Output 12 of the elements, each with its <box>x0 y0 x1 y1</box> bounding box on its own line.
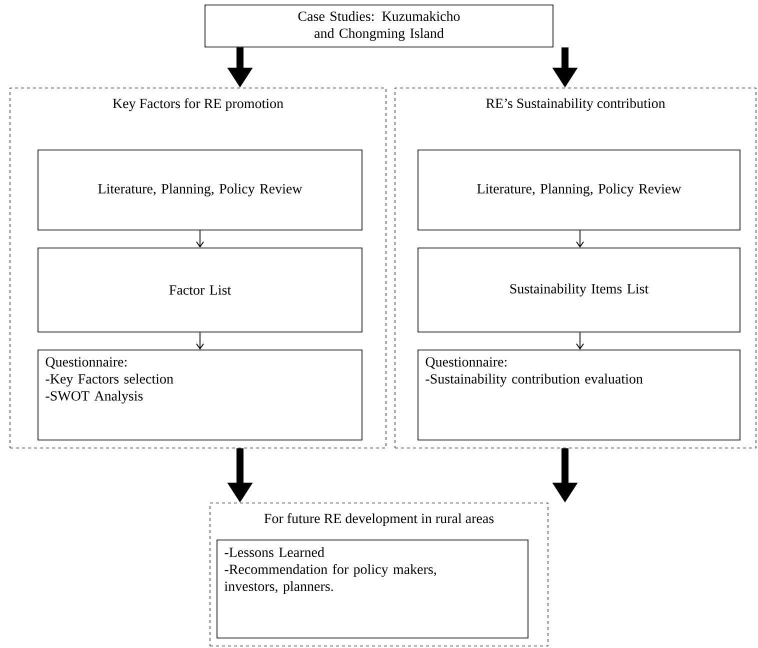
arrow <box>576 230 584 248</box>
process-box: Literature, Planning, Policy Review <box>38 150 362 230</box>
arrow <box>196 332 204 350</box>
text-box: Questionnaire: -Sustainability contribution evaluation <box>418 350 740 440</box>
process-box: Case Studies: Kuzumakicho and Chongming Island <box>204 4 554 48</box>
process-box: Literature, Planning, Policy Review <box>418 150 740 230</box>
process-box: Sustainability Items List <box>418 248 740 332</box>
arrow <box>576 332 584 350</box>
process-box: Factor List <box>38 248 362 332</box>
text-box: -Lessons Learned -Recommendation for policy makers, investors, planners. <box>216 540 528 638</box>
text-box: Questionnaire: -Key Factors selection -SWOT Analysis <box>38 350 362 440</box>
arrow <box>196 230 204 248</box>
